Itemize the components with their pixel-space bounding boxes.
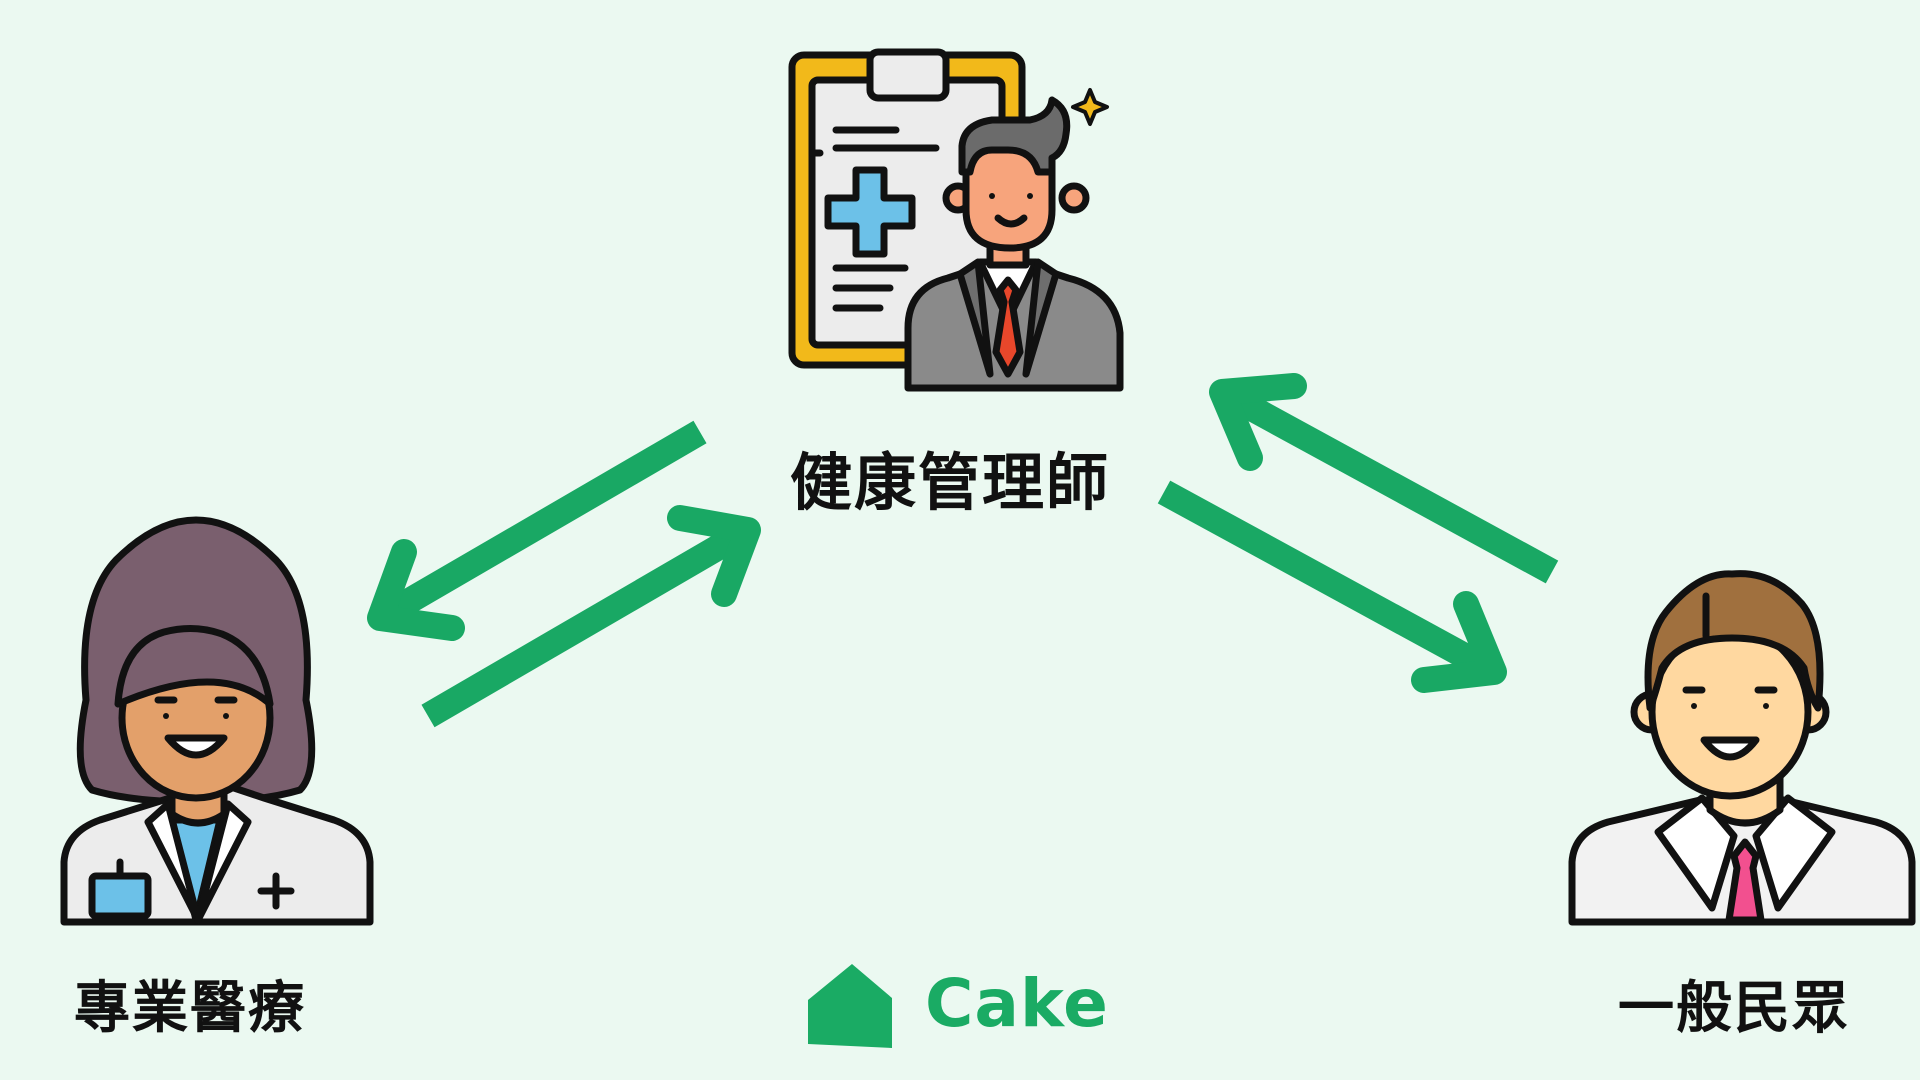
man-shirt-tie-icon [1572,574,1912,922]
medical-professional-label: 專業醫療 [74,963,306,1044]
brand-name: Cake [925,965,1109,1042]
brand-logo-icon-space [805,958,897,1048]
health-manager-label: 健康管理師 [790,432,1110,522]
female-doctor-icon [64,520,370,922]
general-public-label: 一般民眾 [1618,963,1850,1044]
health-manager-clipboard-icon [792,52,1120,388]
brand-logo: Cake [805,958,1109,1048]
